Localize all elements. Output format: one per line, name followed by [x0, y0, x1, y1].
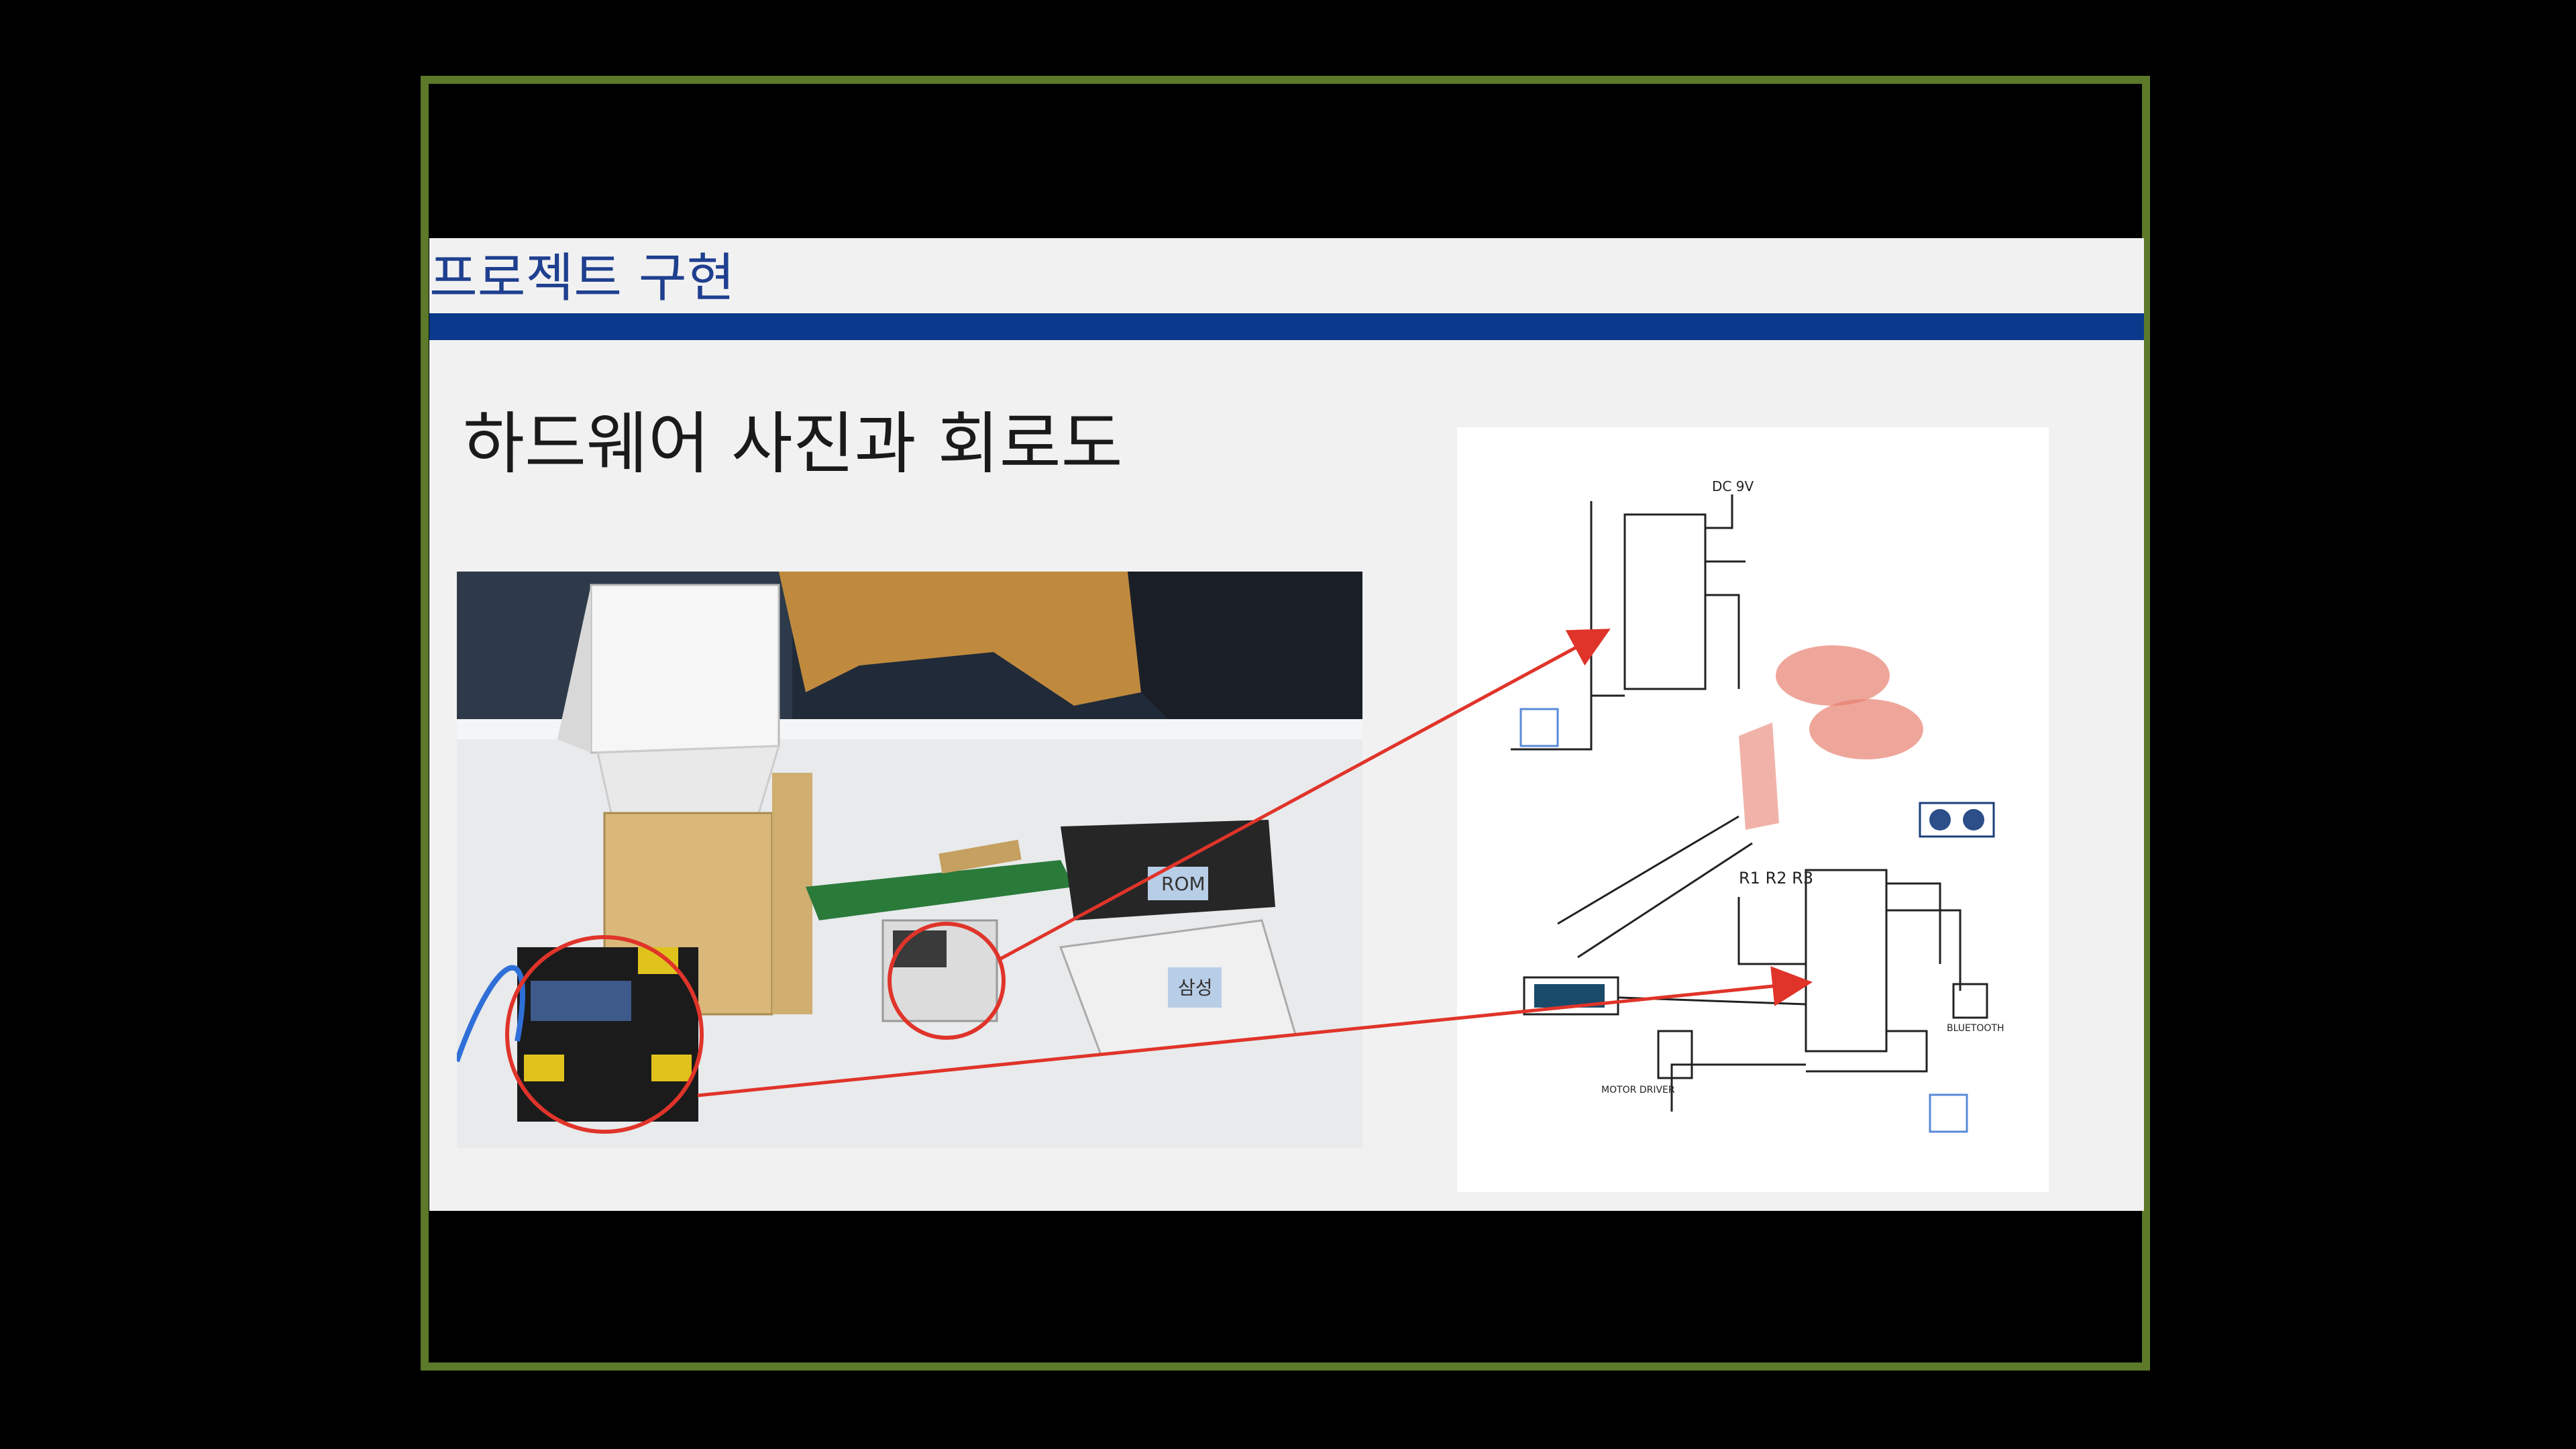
section-title: 프로젝트 구현	[429, 248, 735, 309]
power-label: DC 9V	[1712, 478, 1754, 494]
presentation-slide: 프로젝트 구현 하드웨어 사진과 회로도	[429, 238, 2144, 1211]
hardware-photo-icon: ROM 삼성	[457, 572, 1362, 1148]
slide-subtitle: 하드웨어 사진과 회로도	[463, 405, 1123, 483]
hardware-photo: ROM 삼성	[457, 572, 1362, 1148]
header-bar	[429, 313, 2144, 340]
box-label-1: ROM	[1161, 873, 1205, 895]
bluetooth-label: BLUETOOTH	[1947, 1023, 2004, 1034]
circuit-diagram: DC 9V R1 R2 R3 BLUETOOTH MOTOR DRIVER	[1457, 427, 2049, 1192]
motor-driver-label: MOTOR DRIVER	[1601, 1085, 1675, 1095]
resistor-label: R1 R2 R3	[1739, 869, 1813, 888]
box-label-2: 삼성	[1178, 977, 1213, 999]
circuit-diagram-icon: DC 9V R1 R2 R3 BLUETOOTH MOTOR DRIVER	[1511, 478, 2004, 1133]
